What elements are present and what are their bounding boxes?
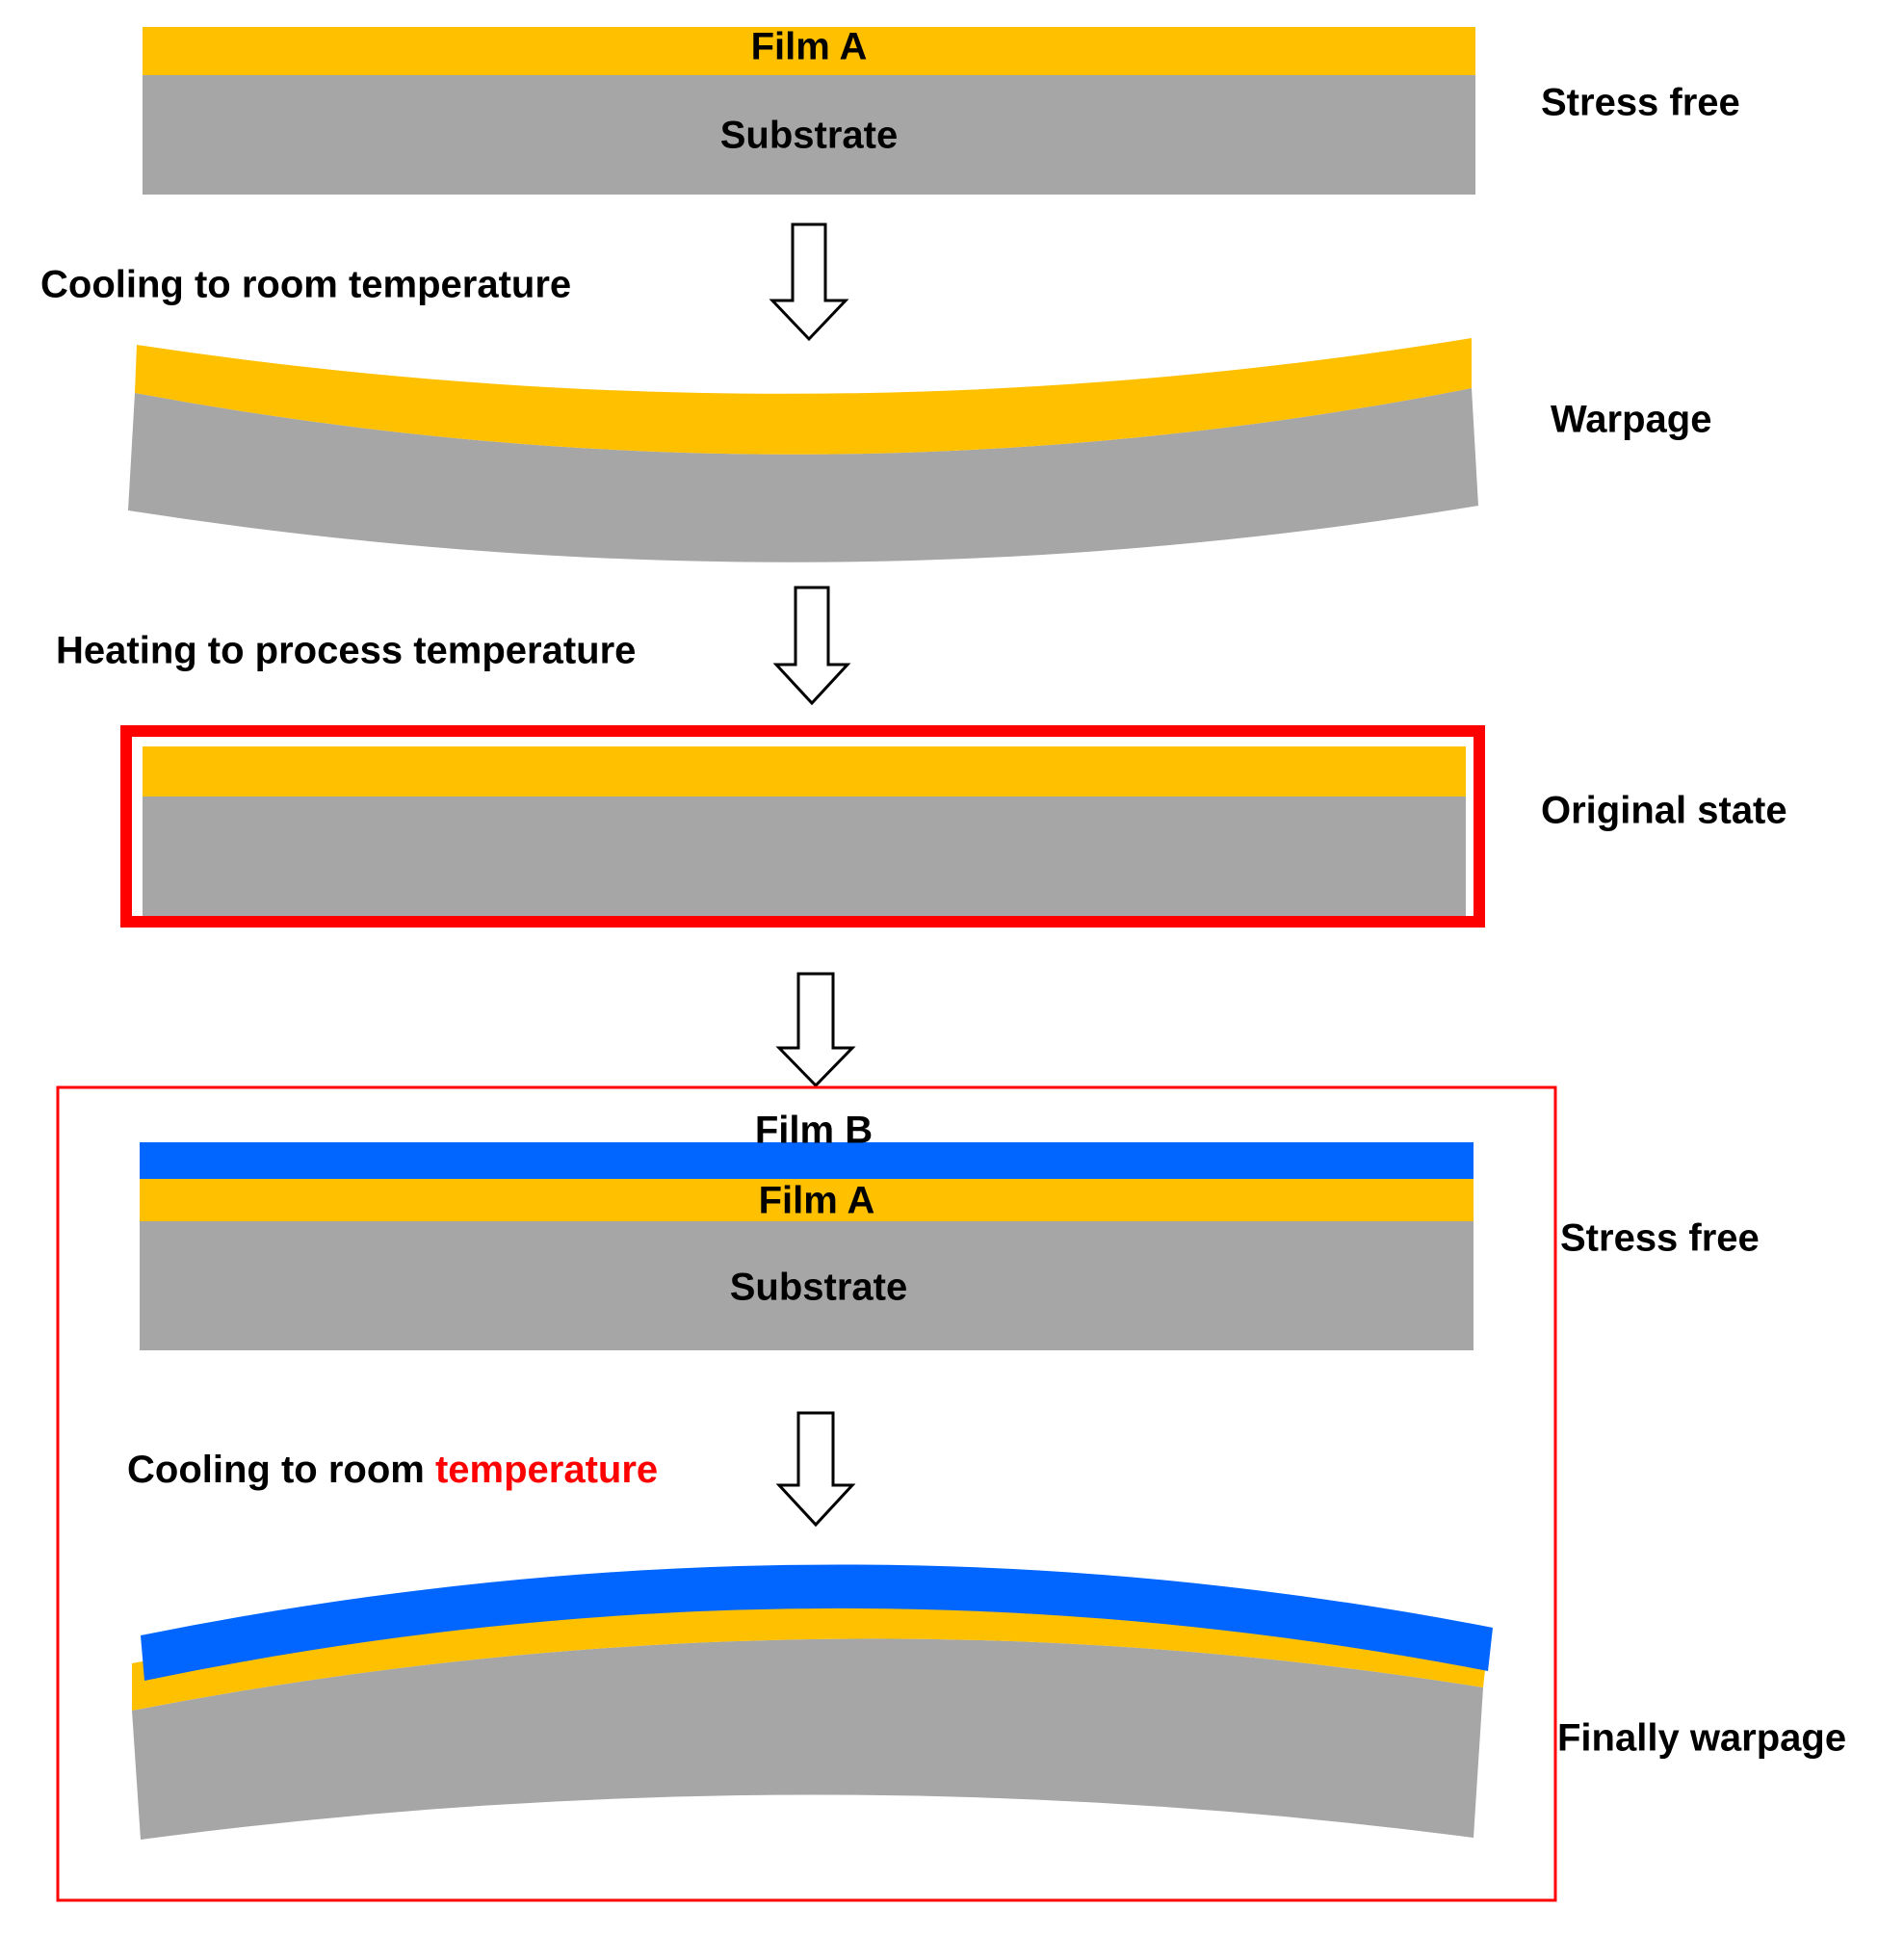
- substrate-label: Substrate: [720, 115, 899, 157]
- substrate-layer: [143, 75, 1475, 195]
- state-label-stress-free: Stress free: [1560, 1217, 1760, 1260]
- down-arrow-icon: [769, 222, 849, 342]
- down-arrow-icon: [775, 972, 856, 1088]
- step-label-highlight: temperature: [435, 1449, 658, 1491]
- film-a-layer: [143, 27, 1475, 75]
- film-a-layer: [140, 1179, 1474, 1221]
- step-label-cooling-final: Cooling to room temperature: [127, 1449, 658, 1491]
- step-label-cooling: Cooling to room temperature: [40, 264, 571, 306]
- stage-finally-warpage: Finally warpage: [132, 1564, 1846, 1840]
- film-b-layer: [141, 1564, 1493, 1681]
- stage-original-state: Original state: [120, 725, 1787, 928]
- down-arrow-icon: [775, 1411, 856, 1528]
- substrate-layer: [128, 388, 1478, 562]
- film-b-label: Film B: [755, 1110, 873, 1152]
- substrate-layer: [140, 1221, 1474, 1350]
- substrate-layer: [143, 797, 1466, 916]
- film-a-layer: [143, 746, 1466, 797]
- film-b-layer: [140, 1142, 1474, 1179]
- step-label-prefix: Cooling to room: [127, 1449, 435, 1491]
- step-label-heating: Heating to process temperature: [56, 630, 636, 672]
- original-state-frame: [120, 725, 1485, 928]
- film-b-process-frame: [56, 1085, 1557, 1902]
- stage-warpage: Warpage: [128, 338, 1711, 562]
- state-label-finally-warpage: Finally warpage: [1557, 1717, 1846, 1760]
- state-label-warpage: Warpage: [1551, 399, 1711, 441]
- substrate-label: Substrate: [730, 1267, 908, 1309]
- stage-stress-free-film-b: Film B Film A Substrate Stress free: [140, 1110, 1760, 1350]
- film-a-layer: [135, 338, 1472, 455]
- film-a-label: Film A: [759, 1180, 875, 1222]
- film-a-label: Film A: [751, 26, 868, 68]
- substrate-layer: [132, 1638, 1483, 1840]
- state-label-original-state: Original state: [1541, 790, 1787, 832]
- state-label-stress-free: Stress free: [1541, 82, 1740, 124]
- down-arrow-icon: [772, 586, 851, 706]
- stage-stress-free: Film A Substrate Stress free: [143, 26, 1740, 195]
